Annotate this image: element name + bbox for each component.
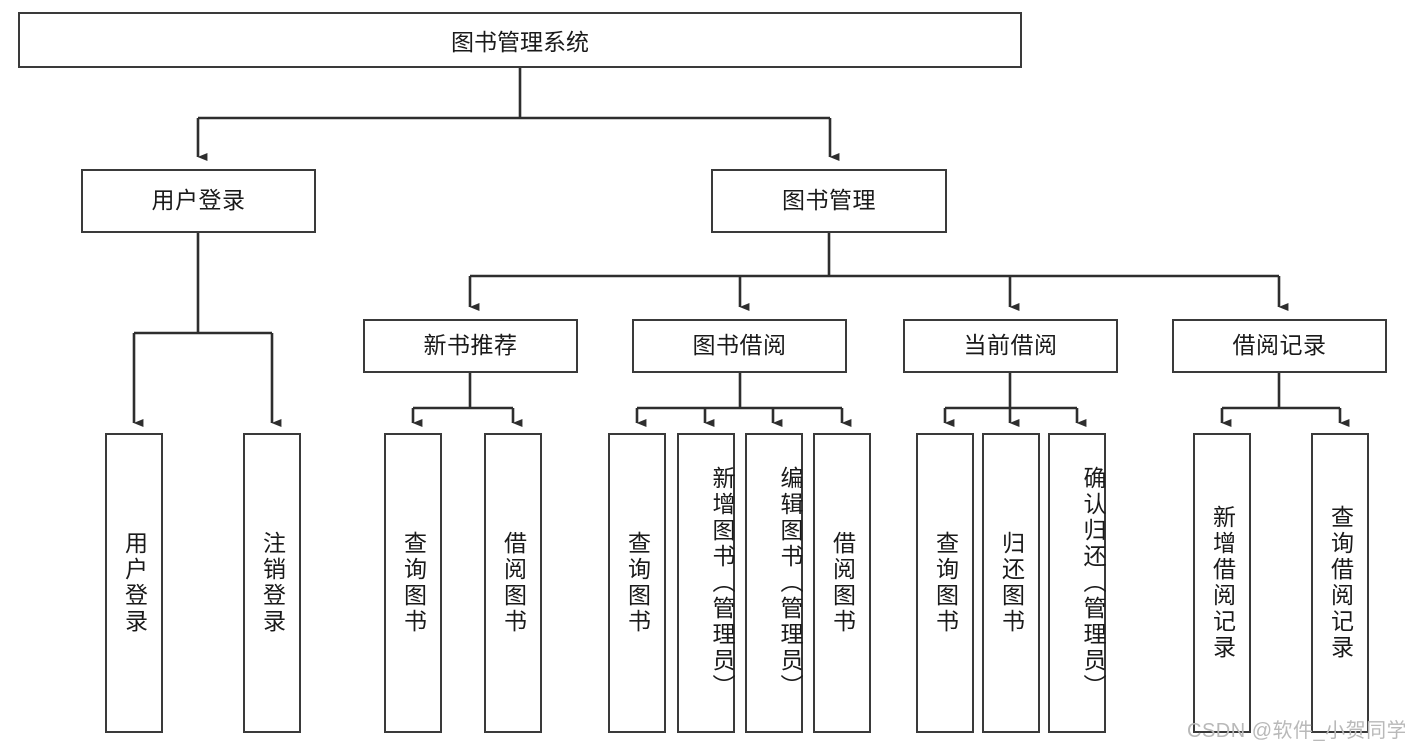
node-new-book-recommend[interactable]: 新书推荐 <box>363 319 578 373</box>
node-user-login[interactable]: 用户登录 <box>81 169 316 233</box>
leaf-query-book-1[interactable]: 查询图书 <box>384 433 442 733</box>
leaf-query-book-3-label: 查询图书 <box>932 531 959 635</box>
leaf-query-book-1-label: 查询图书 <box>400 531 427 635</box>
node-book-manage[interactable]: 图书管理 <box>711 169 947 233</box>
node-root-label: 图书管理系统 <box>451 29 589 55</box>
leaf-user-login-label: 用户登录 <box>121 531 148 635</box>
leaf-query-book-2-label: 查询图书 <box>624 531 651 635</box>
leaf-borrow-book-1[interactable]: 借阅图书 <box>484 433 542 733</box>
leaf-query-book-3[interactable]: 查询图书 <box>916 433 974 733</box>
leaf-borrow-book-1-label: 借阅图书 <box>500 531 527 635</box>
node-borrow-record-label: 借阅记录 <box>1232 332 1327 359</box>
node-book-borrow-label: 图书借阅 <box>692 332 787 359</box>
node-borrow-record[interactable]: 借阅记录 <box>1172 319 1387 373</box>
watermark: CSDN @软件_小贺同学 <box>1187 720 1405 742</box>
leaf-edit-book[interactable]: 编辑图书（管理员） <box>745 433 803 733</box>
leaf-confirm-return-label: 确认归还（管理员） <box>1080 466 1106 700</box>
leaf-query-book-2[interactable]: 查询图书 <box>608 433 666 733</box>
leaf-confirm-return[interactable]: 确认归还（管理员） <box>1048 433 1106 733</box>
node-book-manage-label: 图书管理 <box>782 187 876 214</box>
leaf-borrow-book-2-label: 借阅图书 <box>829 531 856 635</box>
leaf-add-book-label: 新增图书（管理员） <box>709 466 735 700</box>
leaf-return-book[interactable]: 归还图书 <box>982 433 1040 733</box>
leaf-edit-book-label: 编辑图书（管理员） <box>777 466 803 700</box>
node-root[interactable]: 图书管理系统 <box>18 12 1022 68</box>
node-new-book-recommend-label: 新书推荐 <box>423 332 518 359</box>
leaf-user-logout[interactable]: 注销登录 <box>243 433 301 733</box>
leaf-query-record-label: 查询借阅记录 <box>1327 505 1354 661</box>
leaf-query-record[interactable]: 查询借阅记录 <box>1311 433 1369 733</box>
node-book-borrow[interactable]: 图书借阅 <box>632 319 847 373</box>
leaf-add-book[interactable]: 新增图书（管理员） <box>677 433 735 733</box>
leaf-borrow-book-2[interactable]: 借阅图书 <box>813 433 871 733</box>
leaf-add-record[interactable]: 新增借阅记录 <box>1193 433 1251 733</box>
leaf-add-record-label: 新增借阅记录 <box>1209 505 1236 661</box>
node-current-borrow[interactable]: 当前借阅 <box>903 319 1118 373</box>
leaf-return-book-label: 归还图书 <box>998 531 1025 635</box>
node-user-login-label: 用户登录 <box>151 187 246 214</box>
leaf-user-login[interactable]: 用户登录 <box>105 433 163 733</box>
leaf-user-logout-label: 注销登录 <box>259 531 286 635</box>
node-current-borrow-label: 当前借阅 <box>963 332 1058 359</box>
